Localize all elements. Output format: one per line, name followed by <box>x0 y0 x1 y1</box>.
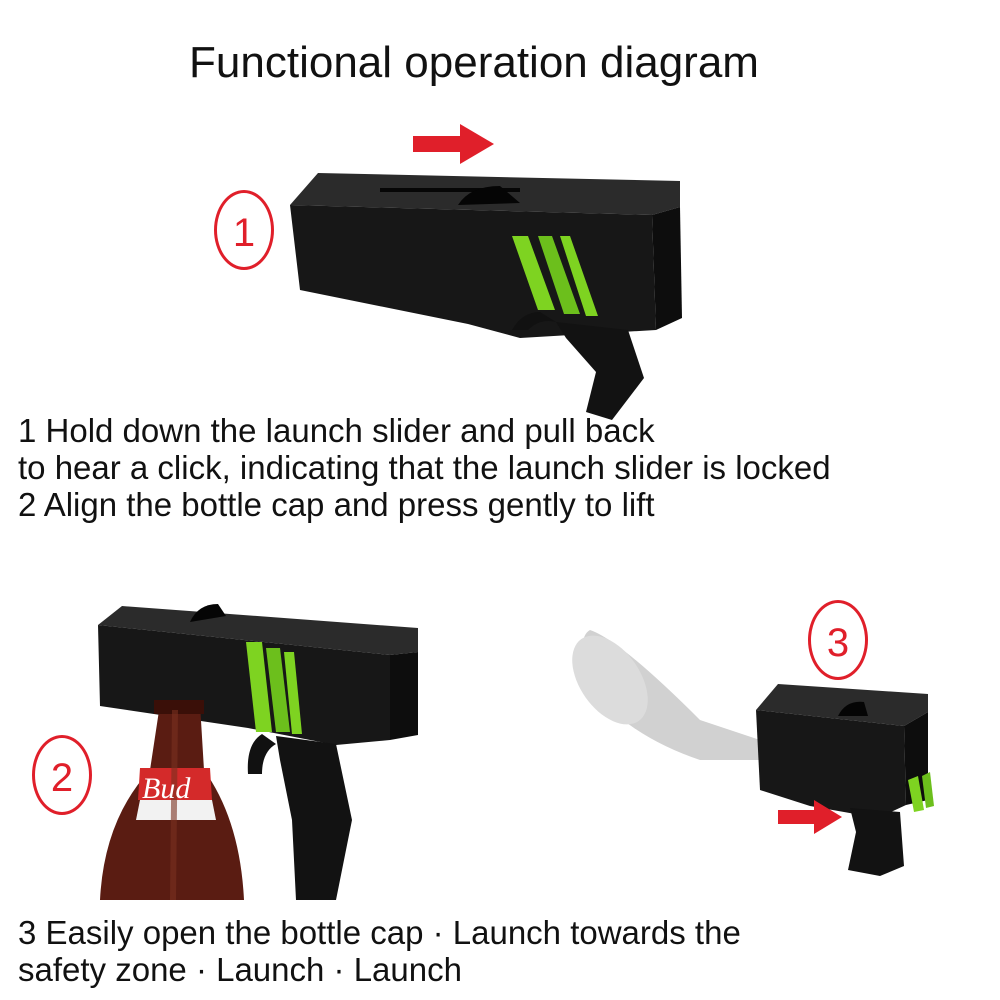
step-number-1: 1 <box>214 190 274 270</box>
bottle-label-text: Bud <box>142 772 191 805</box>
beer-bottle <box>100 700 244 900</box>
instruction-line: safety zone · Launch · Launch <box>18 951 462 988</box>
bottle-cap-launcher <box>756 684 934 876</box>
bottle-cap-launcher <box>98 604 418 900</box>
instruction-line: 2 Align the bottle cap and press gently … <box>18 486 655 523</box>
instructions-top: 1 Hold down the launch slider and pull b… <box>18 412 831 523</box>
bottle-cap <box>572 630 760 760</box>
instruction-line: to hear a click, indicating that the lau… <box>18 449 831 486</box>
right-arrow-icon <box>413 124 494 164</box>
bottle-cap-launcher <box>290 173 682 420</box>
page-title: Functional operation diagram <box>189 38 759 87</box>
instruction-line: 1 Hold down the launch slider and pull b… <box>18 412 655 449</box>
instructions-bottom: 3 Easily open the bottle cap · Launch to… <box>18 914 741 988</box>
step-number-2: 2 <box>32 735 92 815</box>
right-arrow-icon <box>778 800 842 834</box>
instruction-line: 3 Easily open the bottle cap · Launch to… <box>18 914 741 951</box>
step-number-3: 3 <box>808 600 868 680</box>
